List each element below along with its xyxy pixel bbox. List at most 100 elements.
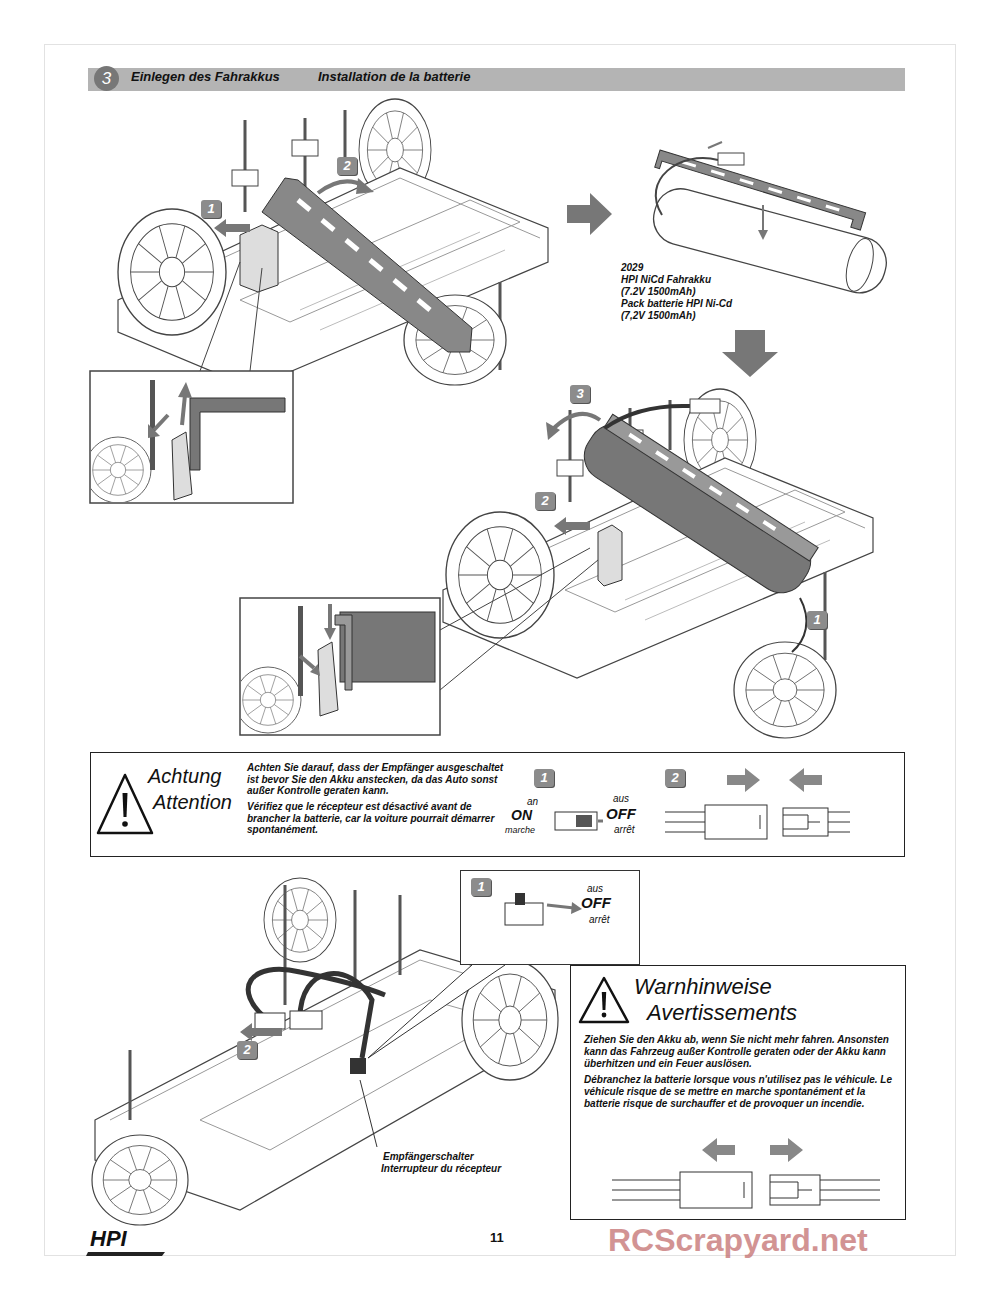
- caution-art: [576, 815, 592, 827]
- car-middle: [440, 548, 598, 690]
- car-middle: [335, 615, 352, 690]
- callout-number: 2: [541, 492, 548, 510]
- car-bottom: [290, 1011, 322, 1029]
- callout-number: 2: [237, 1041, 257, 1059]
- car-middle: [241, 667, 301, 733]
- car-top: [178, 382, 192, 398]
- callout-number: 3: [570, 385, 590, 403]
- caution-art: [789, 768, 822, 792]
- car-middle: [310, 664, 320, 676]
- car-middle: [598, 525, 622, 586]
- car-top: [356, 178, 374, 194]
- caution-art: [598, 820, 603, 823]
- car-middle: [328, 604, 332, 630]
- car-middle: [792, 598, 806, 652]
- caution-art: [783, 808, 828, 836]
- callout-number: 2: [535, 492, 555, 510]
- caution-text: Achten Sie darauf, dass der Empfänger au…: [247, 762, 509, 797]
- car-top: [154, 415, 168, 430]
- section-title: Installation de la batterie: [318, 70, 470, 85]
- step-number: 3: [94, 66, 119, 91]
- car-middle: [546, 422, 560, 440]
- warning-art: [770, 1175, 820, 1205]
- caution-art: [123, 793, 128, 817]
- car-bottom: [360, 1080, 377, 1147]
- car-middle: [318, 642, 338, 716]
- car-top: [172, 432, 192, 500]
- car-top: [91, 437, 151, 502]
- warning-art: [580, 978, 628, 1022]
- caution-art: [705, 805, 767, 839]
- car-middle: [446, 512, 554, 638]
- callout-number: 3: [576, 385, 583, 403]
- car-top: [298, 200, 430, 310]
- car-middle: [235, 389, 873, 738]
- section-header: 3 Einlegen des Fahrakkus Installation de l…: [88, 68, 905, 91]
- battery-pack: [656, 158, 718, 215]
- part-number: 2029: [621, 262, 643, 274]
- switch-state: arrêt: [614, 824, 635, 836]
- battery-pack: [655, 150, 866, 230]
- battery-pack: [758, 230, 768, 240]
- car-top: [118, 209, 226, 335]
- warning-art: [680, 1172, 752, 1208]
- warning-art: [612, 1180, 680, 1200]
- car-middle: [443, 400, 873, 678]
- car-bottom: [255, 1013, 285, 1029]
- car-middle: [300, 656, 314, 668]
- switch-state: OFF: [606, 805, 636, 822]
- callout-number: 1: [540, 769, 547, 787]
- warning-art: [702, 1138, 735, 1162]
- car-bottom: [505, 903, 543, 925]
- car-top: [240, 225, 278, 292]
- warning-art: [744, 1182, 745, 1198]
- switch-state: aus: [613, 793, 629, 805]
- warning-text: Débranchez la batterie lorsque vous n'ut…: [584, 1074, 896, 1110]
- car-top: [262, 178, 472, 352]
- caution-art: [783, 815, 820, 829]
- car-bottom: [368, 965, 505, 1058]
- caution-art: [555, 812, 597, 830]
- logo-bar: [86, 1252, 165, 1256]
- warning-art: [602, 1013, 607, 1018]
- part-name: Pack batterie HPI Ni-Cd: [621, 298, 732, 310]
- callout-number: 2: [243, 1041, 250, 1059]
- caution-art: [828, 812, 850, 832]
- callout-number: 1: [807, 611, 827, 629]
- callout-number: 2: [671, 769, 678, 787]
- car-middle: [575, 411, 823, 602]
- car-top: [148, 424, 160, 438]
- part-spec: (7.2V 1500mAh): [621, 286, 695, 298]
- switch-state: arrêt: [589, 914, 610, 926]
- warning-box: WarnhinweiseAvertissementsZiehen Sie den…: [570, 965, 906, 1220]
- warning-art: [770, 1138, 803, 1162]
- car-bottom: [92, 870, 640, 1225]
- switch-state: an: [527, 796, 538, 808]
- warning-heading: Warnhinweise: [634, 974, 772, 999]
- part-name: Interrupteur du récepteur: [381, 1163, 501, 1175]
- warning-art: [770, 1182, 812, 1198]
- switch-state: OFF: [581, 894, 611, 911]
- battery-pack: [718, 153, 744, 165]
- switch-state: ON: [511, 807, 532, 823]
- brand-logo: HPI: [90, 1226, 127, 1251]
- caution-heading: Achtung: [148, 765, 221, 788]
- car-middle: [604, 414, 818, 561]
- switch-state: aus: [587, 883, 603, 895]
- battery-pack: [708, 142, 722, 148]
- battery-pack: [682, 162, 839, 210]
- car-top: [150, 380, 155, 470]
- car-top: [85, 99, 548, 503]
- warning-text: Ziehen Sie den Akku ab, wenn Sie nicht m…: [584, 1034, 896, 1070]
- car-middle: [734, 642, 836, 738]
- battery-pack: [762, 205, 764, 232]
- car-bottom: [350, 1058, 366, 1074]
- car-middle: [554, 517, 590, 535]
- caution-art: [98, 775, 152, 833]
- warning-art: [602, 992, 606, 1010]
- section-title: Einlegen des Fahrakkus: [131, 70, 280, 85]
- car-bottom: [515, 893, 525, 905]
- car-top: [190, 398, 285, 470]
- car-middle: [298, 606, 303, 696]
- callout-number: 1: [813, 611, 820, 629]
